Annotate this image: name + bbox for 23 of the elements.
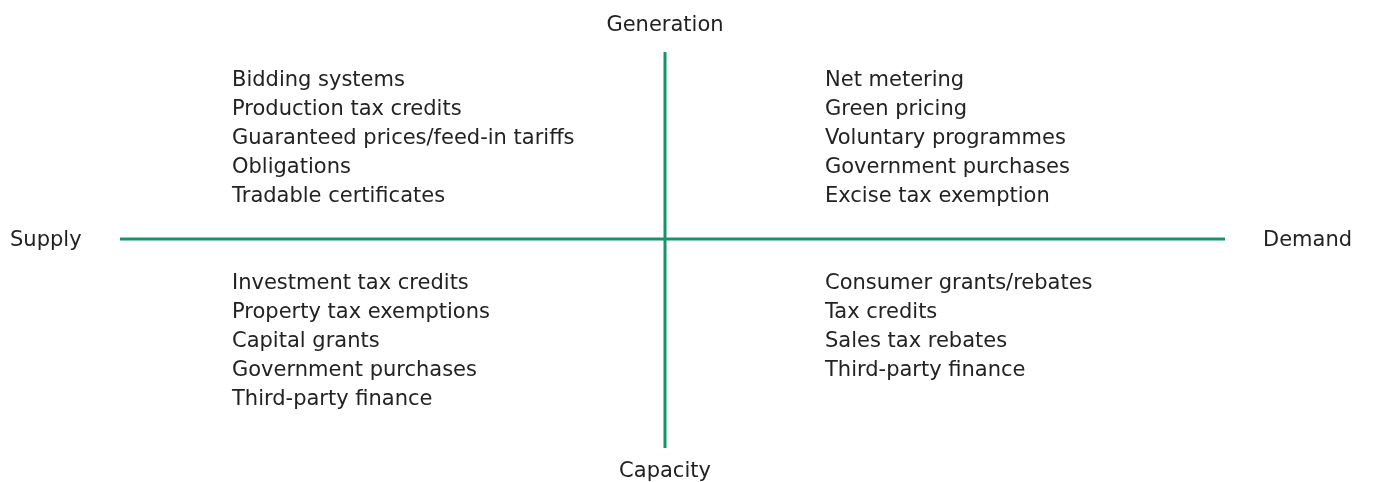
list-item: Excise tax exemption (825, 182, 1050, 208)
list-item: Consumer grants/rebates (825, 269, 1093, 295)
list-item: Tax credits (825, 298, 938, 324)
axis-label: Supply (10, 226, 82, 252)
list-item: Government purchases (825, 153, 1070, 179)
list-item: Net metering (825, 66, 965, 92)
list-item: Voluntary programmes (825, 124, 1066, 150)
list-item: Investment tax credits (232, 269, 469, 295)
axis-label: Demand (1263, 226, 1353, 252)
list-item: Tradable certificates (232, 182, 446, 208)
list-item: Property tax exemptions (232, 298, 490, 324)
list-item: Guaranteed prices/feed-in tariffs (232, 124, 575, 150)
list-item: Bidding systems (232, 66, 405, 92)
axis-label: Generation (606, 11, 724, 37)
axis-label: Capacity (619, 457, 711, 482)
list-item: Government purchases (232, 356, 477, 382)
list-item: Obligations (232, 153, 351, 179)
list-item: Third-party finance (232, 385, 433, 411)
list-item: Sales tax rebates (825, 327, 1008, 353)
list-item: Third-party finance (825, 356, 1026, 382)
list-item: Production tax credits (232, 95, 462, 121)
list-item: Capital grants (232, 327, 380, 353)
list-item: Green pricing (825, 95, 968, 121)
